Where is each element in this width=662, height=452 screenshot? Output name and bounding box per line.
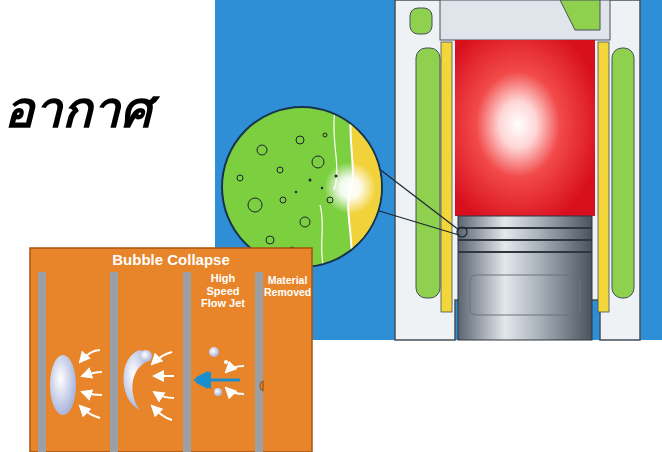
cylinder-liner: [441, 42, 452, 312]
flow-jet: [196, 372, 208, 388]
collapse-flash: [324, 162, 376, 214]
wall-strip: [183, 272, 191, 452]
bubble: [209, 347, 219, 357]
engine-block: [395, 0, 640, 340]
leader-line: [376, 210, 459, 235]
detail-marker: [457, 227, 467, 237]
bubble: [214, 388, 222, 396]
coolant-jacket: [612, 48, 634, 298]
wall-strip: [38, 272, 46, 452]
flow-line: [320, 205, 324, 270]
piston-ring: [458, 239, 592, 241]
particles: [295, 175, 338, 194]
pressure-arrows: [226, 366, 244, 394]
bubble: [140, 350, 152, 362]
bubbles: [237, 133, 333, 253]
panel-heading: Bubble Collapse: [30, 248, 312, 268]
combustion-chamber: [455, 40, 595, 216]
pressure-arrows: [80, 350, 174, 420]
wall-strip: [110, 272, 118, 452]
piston: [458, 216, 592, 340]
pit: [260, 381, 263, 391]
column-label: Material Removed: [264, 274, 311, 298]
magnified-detail: [222, 107, 382, 267]
bubble: [224, 360, 228, 364]
piston-ring: [458, 251, 592, 253]
background-panel: [215, 0, 662, 340]
head-passage: [410, 8, 432, 34]
heading: อากาศ: [4, 70, 152, 149]
column-label: High Speed Flow Jet: [193, 272, 253, 310]
cylinder-head: [440, 0, 610, 40]
piston-ring: [458, 227, 592, 229]
flow-jet: [196, 379, 240, 382]
bubble: [50, 355, 76, 415]
leader-line: [378, 168, 459, 230]
head-passage: [560, 0, 600, 30]
cylinder-liner: [598, 42, 609, 312]
panel-ground: [30, 248, 312, 452]
piston-pin-boss: [470, 275, 580, 315]
wall-strip: [255, 272, 263, 452]
coolant-jacket: [416, 48, 440, 298]
